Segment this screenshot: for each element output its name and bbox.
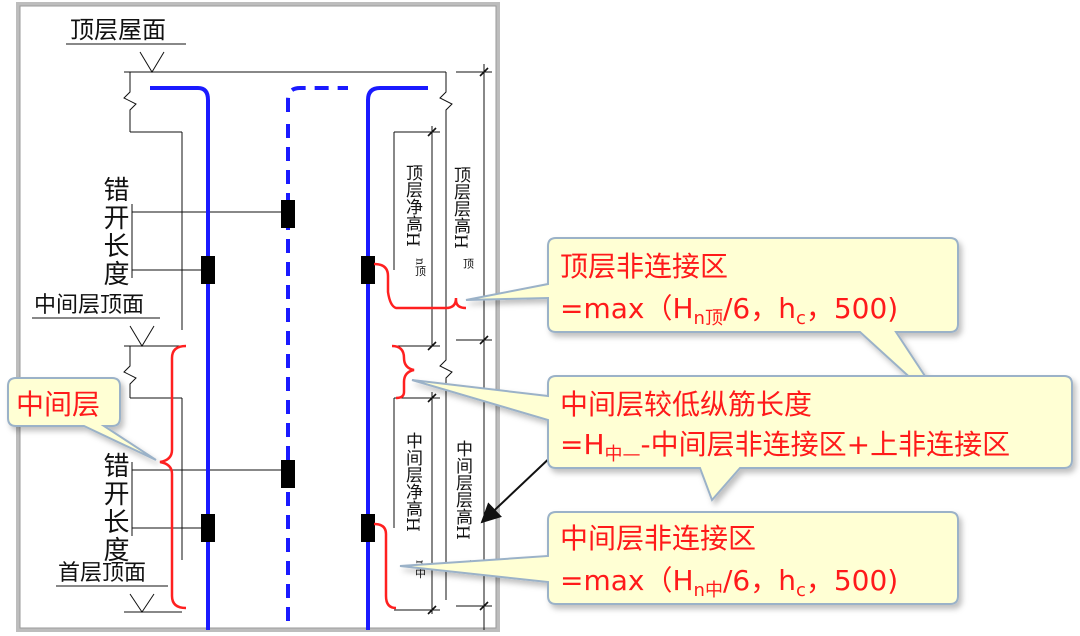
stagger-label-lower: 错开长度 [99, 452, 129, 564]
callout-top-non-connect-line1: 顶层非连接区 [560, 250, 728, 283]
callout-mid-lower-length [411, 375, 1073, 502]
svg-text:中间层净高H: 中间层净高H [402, 432, 423, 532]
couplers [201, 200, 375, 542]
callout-mid-lower-length-line2: =H中—-中间层非连接区+上非连接区 [560, 428, 1010, 465]
first-top-label: 首层顶面 [58, 561, 146, 586]
callout-mid-non-connect-line1: 中间层非连接区 [560, 522, 756, 555]
svg-text:顶: 顶 [462, 258, 475, 270]
callout-middle-layer-text: 中间层 [16, 388, 100, 421]
rebars [150, 86, 428, 630]
left-rebar [150, 86, 210, 630]
middle-rebar-dashed [286, 86, 348, 112]
top-roof-label: 顶层屋面 [70, 16, 166, 44]
right-rebar [366, 86, 428, 630]
callout-top-non-connect [465, 237, 959, 415]
red-brackets [159, 262, 467, 610]
callout-mid-non-connect-line2: =max（Hn中/6，hc，500) [560, 564, 898, 601]
svg-text:n顶: n顶 [414, 258, 427, 277]
callout-middle-layer [7, 377, 157, 461]
callout-top-non-connect-line2: =max（Hn顶/6，hc，500) [560, 292, 898, 329]
drawing-frame [16, 2, 500, 632]
svg-text:顶层净高H: 顶层净高H [402, 164, 423, 247]
top-floor-height-label: 顶层层高H 顶 [450, 166, 475, 270]
top-clear-height-label: 顶层净高H n顶 [402, 164, 427, 277]
callout-mid-non-connect [399, 511, 959, 605]
svg-text:中间层层高H: 中间层层高H [452, 440, 473, 540]
right-vertical-bracket [391, 344, 415, 400]
pointer-arrow [480, 451, 557, 524]
middle-top-label: 中间层顶面 [34, 293, 144, 318]
svg-text:顶层层高H: 顶层层高H [450, 166, 471, 249]
callout-mid-lower-length-line1: 中间层较低纵筋长度 [560, 388, 812, 421]
stagger-label-upper: 错开长度 [99, 176, 129, 288]
